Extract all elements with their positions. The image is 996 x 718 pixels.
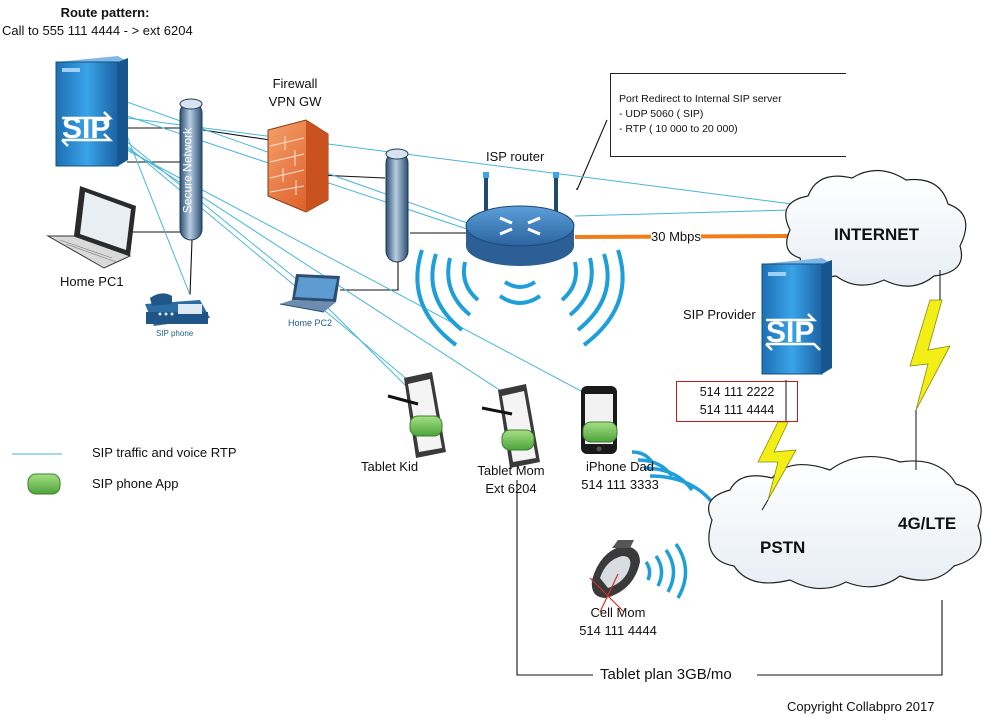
route-pattern-rule: Call to 555 111 4444 - > ext 6204 — [2, 23, 193, 38]
port-redirect-item: - UDP 5060 ( SIP) — [619, 108, 704, 121]
tablet-kid-icon — [387, 372, 446, 458]
iphone-wireless-waves — [631, 450, 714, 504]
home-pc2-label: Home PC2 — [288, 318, 333, 328]
tablet-mom-icon — [481, 384, 540, 468]
cell-mom-wireless-waves — [644, 543, 688, 599]
tablet-mom-label-1: Tablet Mom — [477, 463, 545, 478]
copyright-text: Copyright Collabpro 2017 — [787, 699, 935, 714]
pstn-label: PSTN — [760, 538, 806, 557]
sip-provider-label: SIP Provider — [683, 307, 756, 322]
wired-links — [127, 119, 943, 676]
firewall-label-2: VPN GW — [268, 94, 322, 109]
provider-number: 514 111 2222 — [699, 385, 775, 399]
isp-router-label: ISP router — [486, 149, 545, 164]
secure-network-label: Secure Network — [180, 127, 195, 214]
route-pattern-title: Route pattern: — [60, 5, 150, 20]
sip-phone-label: SIP phone — [156, 329, 194, 338]
home-pc1-laptop-icon — [46, 186, 136, 269]
pstn-lte-cloud-icon — [708, 456, 982, 590]
cell-mom-label-1: Cell Mom — [590, 605, 646, 620]
lan-pipe-icon — [385, 148, 409, 263]
port-redirect-title: Port Redirect to Internal SIP server — [619, 93, 782, 105]
internet-label: INTERNET — [834, 225, 919, 244]
sip-phone-icon — [145, 293, 210, 326]
cell-mom-phone-icon — [589, 540, 640, 613]
port-redirect-note: Port Redirect to Internal SIP server - U… — [610, 73, 846, 157]
sip-provider-logo: SIP — [766, 316, 815, 349]
sip-server-icon — [55, 56, 128, 167]
secure-network-pipe-icon — [179, 98, 203, 241]
lightning-links — [757, 299, 951, 501]
tablet-plan-label: Tablet plan 3GB/mo — [600, 666, 732, 683]
firewall-icon — [267, 119, 329, 213]
iphone-dad-label-1: iPhone Dad — [586, 459, 654, 474]
cell-mom-label-2: 514 111 4444 — [579, 623, 657, 638]
wifi-waves — [415, 249, 625, 347]
home-pc1-label: Home PC1 — [60, 274, 124, 289]
provider-numbers-box: 514 111 2222 514 111 4444 — [676, 381, 798, 422]
sip-server-logo: SIP — [62, 112, 111, 145]
legend-sip-traffic-label: SIP traffic and voice RTP — [92, 445, 237, 460]
isp-router-icon — [465, 172, 575, 266]
lte-label: 4G/LTE — [898, 514, 957, 533]
provider-number: 514 111 4444 — [699, 403, 775, 417]
tablet-kid-label: Tablet Kid — [361, 459, 419, 474]
port-redirect-item: - RTP ( 10 000 to 20 000) — [619, 123, 738, 136]
legend-app-swatch — [27, 473, 61, 495]
home-pc2-laptop-icon — [279, 274, 340, 313]
iphone-dad-label-2: 514 111 3333 — [581, 477, 659, 492]
sip-provider-server-icon — [761, 258, 832, 375]
bandwidth-label: 30 Mbps — [651, 229, 701, 246]
legend-sip-app-label: SIP phone App — [92, 476, 179, 491]
tablet-mom-label-2: Ext 6204 — [485, 481, 537, 496]
iphone-dad-icon — [581, 386, 618, 454]
firewall-label-1: Firewall — [272, 76, 318, 91]
